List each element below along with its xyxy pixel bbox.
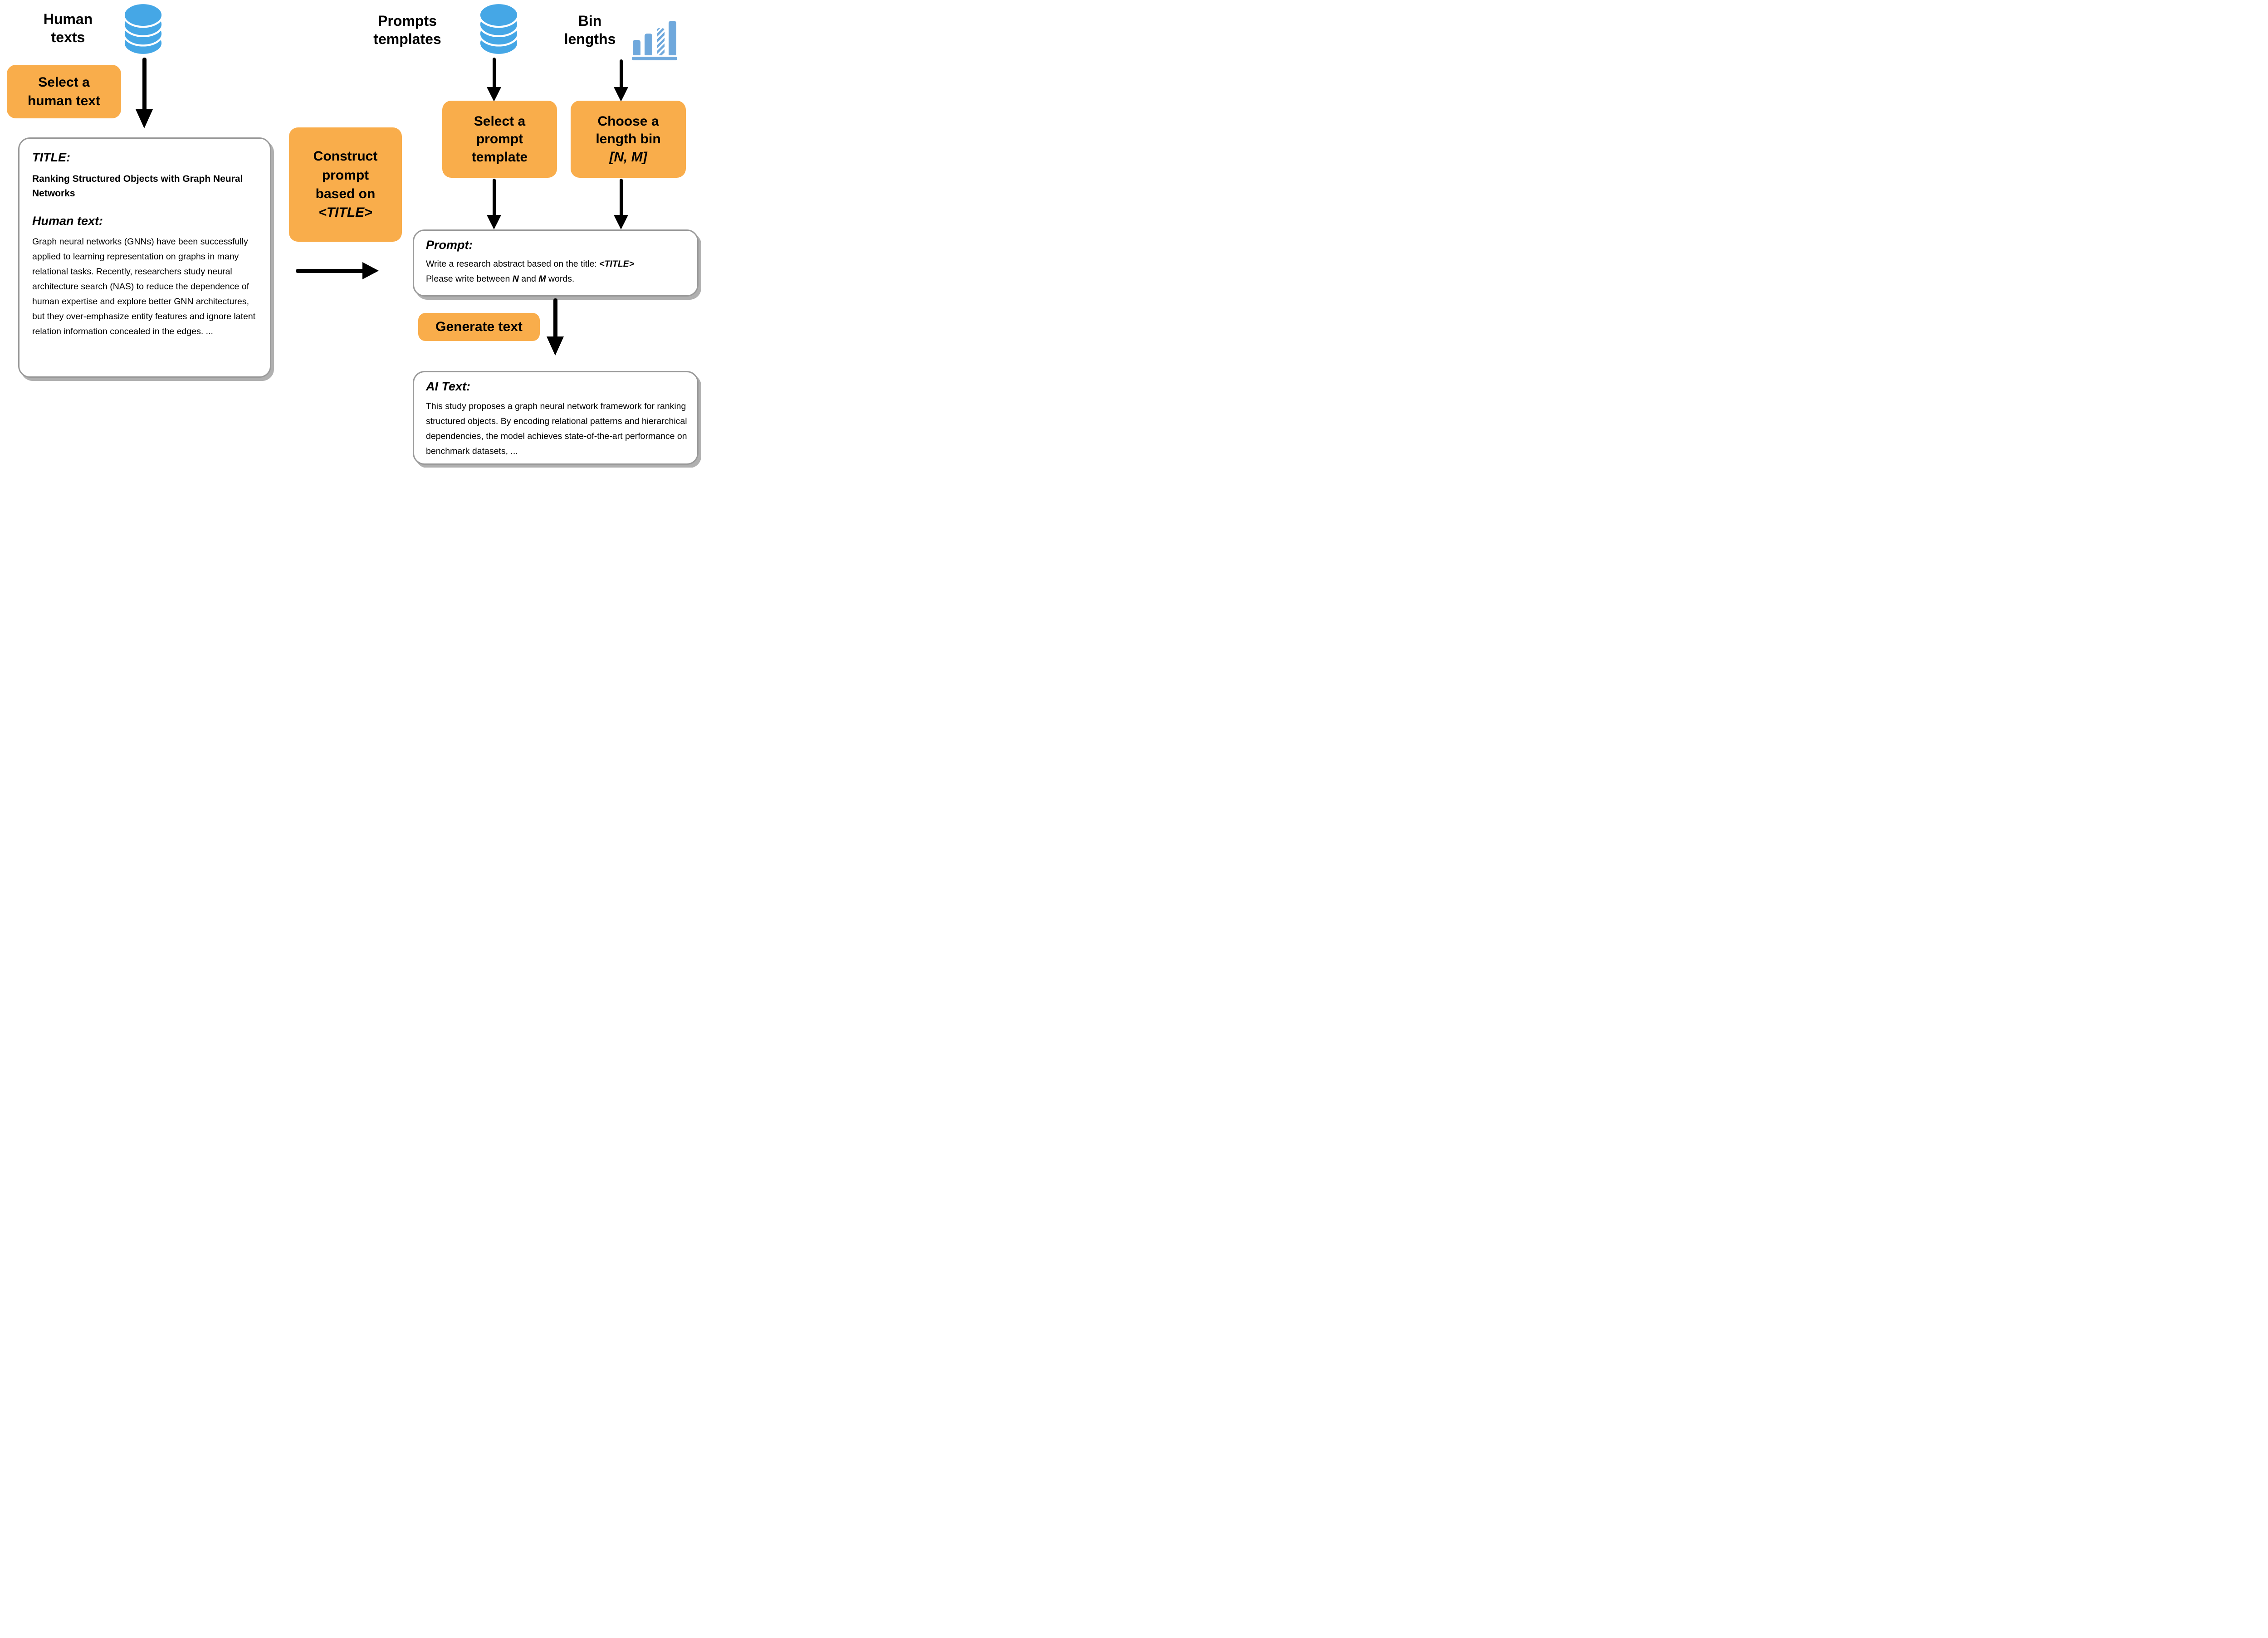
arrow-down-icon-generate: [547, 298, 564, 356]
bin-lengths-label: Bin lengths: [564, 13, 616, 47]
diagram-canvas: Human texts Select a human text TITLE: R…: [0, 0, 701, 468]
title-token: <TITLE>: [318, 205, 372, 220]
prompts-templates-label: Prompts templates: [373, 13, 441, 47]
human-text-card: TITLE: Ranking Structured Objects with G…: [18, 137, 271, 378]
ai-text-heading: AI Text:: [426, 380, 471, 393]
prompts-templates-database-icon: [478, 2, 519, 56]
human-text-body: Graph neural networks (GNNs) have been s…: [32, 237, 256, 336]
arrow-down-icon-templates-db: [486, 58, 502, 102]
arrow-down-icon-bin-lengths: [613, 59, 629, 102]
title-heading: TITLE:: [32, 151, 70, 164]
step-generate-text: Generate text: [418, 313, 540, 341]
human-text-heading: Human text:: [32, 214, 103, 228]
ai-text-body: This study proposes a graph neural netwo…: [426, 401, 687, 456]
human-texts-database-icon: [122, 2, 164, 56]
human-texts-label: Human texts: [43, 11, 93, 45]
prompt-body: Write a research abstract based on the t…: [426, 259, 635, 284]
n-token: N: [512, 274, 519, 284]
prompt-card: Prompt: Write a research abstract based …: [413, 229, 699, 297]
prompt-heading: Prompt:: [426, 238, 473, 252]
bar-chart-icon: [632, 20, 677, 60]
m-token: M: [538, 274, 546, 284]
title-value: Ranking Structured Objects with Graph Ne…: [32, 174, 243, 199]
arrow-right-icon: [296, 262, 379, 279]
hatched-bar: [656, 28, 665, 55]
bin-token: [N, M]: [609, 149, 647, 165]
arrow-down-icon-human-db: [136, 58, 153, 128]
title-token: <TITLE>: [599, 259, 635, 269]
step-select-human-text: Select a human text: [7, 65, 121, 118]
arrow-down-icon-template-to-prompt: [486, 179, 502, 229]
arrow-down-icon-bin-to-prompt: [613, 179, 629, 229]
ai-text-card: AI Text: This study proposes a graph neu…: [413, 371, 699, 465]
step-select-prompt-template: Select a prompt template: [442, 101, 557, 178]
step-construct-prompt: Construct prompt based on <TITLE>: [289, 127, 402, 242]
step-choose-length-bin: Choose a length bin [N, M]: [571, 101, 686, 178]
